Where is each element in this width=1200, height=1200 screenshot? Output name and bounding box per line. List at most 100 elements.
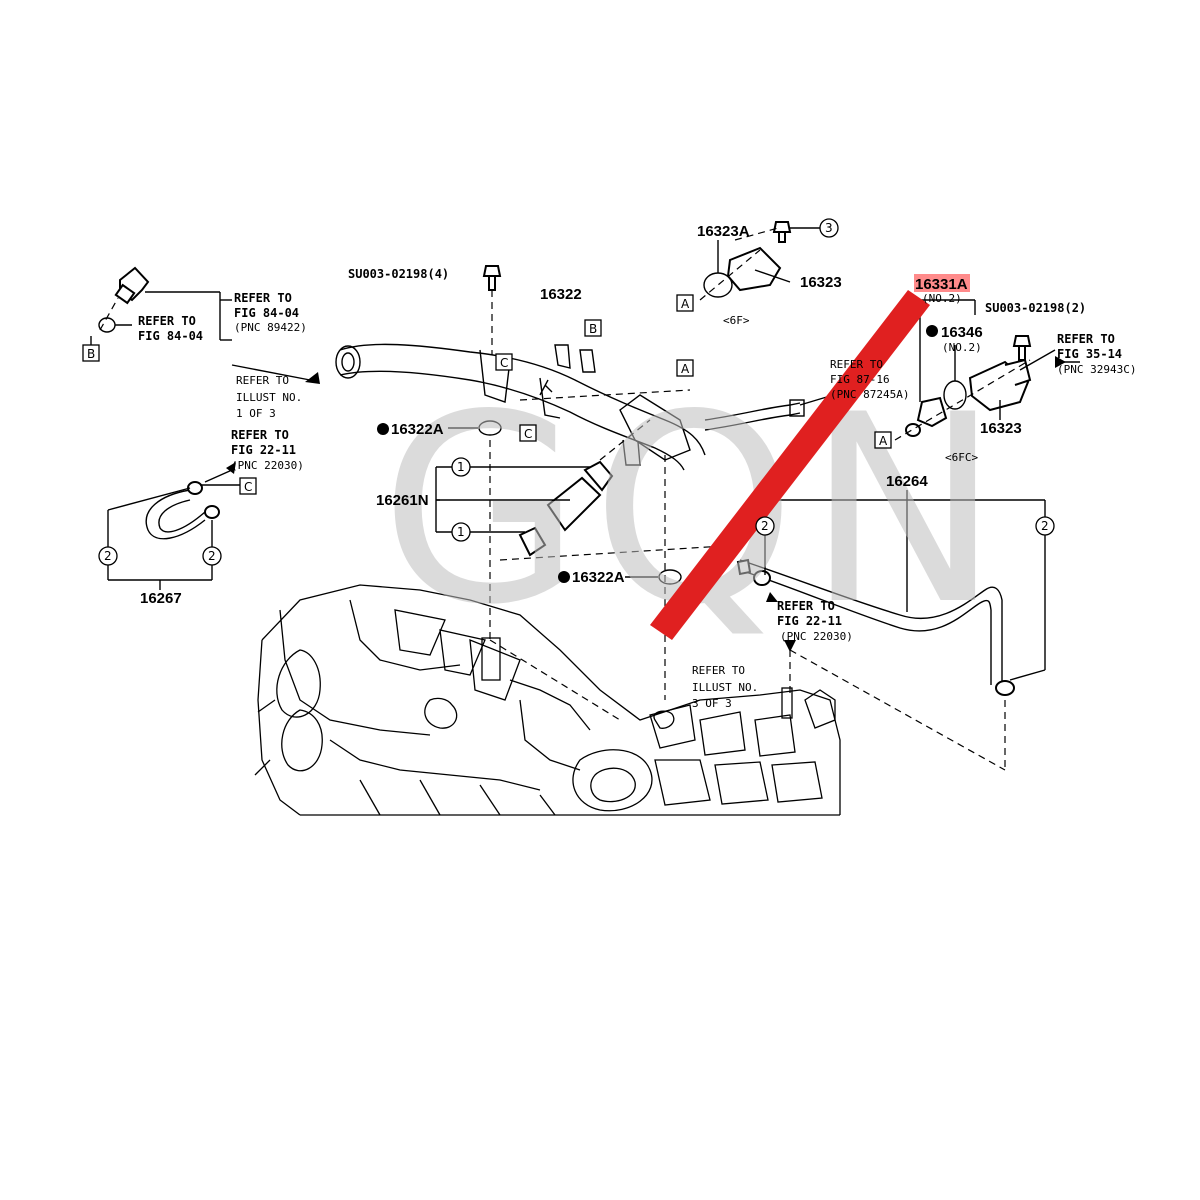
new-part-dot xyxy=(377,423,389,435)
svg-text:REFER TO: REFER TO xyxy=(236,374,289,387)
refer-fig-22-11-left: REFER TO FIG 22-11 (PNC 22030) xyxy=(231,428,304,472)
bolt-number-left: SU003-02198(4) xyxy=(348,267,449,281)
callout-box-c-oring: C xyxy=(519,424,537,442)
refer-fig-84-04-sensor: REFER TO FIG 84-04 (PNC 89422) xyxy=(234,291,307,334)
callout-circle-2-mid: 2 xyxy=(202,546,222,566)
part-number-16323a: 16323A xyxy=(697,223,750,240)
group-6f: <6F> xyxy=(723,314,750,327)
hose-16264 xyxy=(736,558,1015,696)
callout-box-a-pipe: A xyxy=(676,359,694,377)
svg-text:A: A xyxy=(681,362,690,376)
refer-fig-84-04-gasket: REFER TO FIG 84-04 xyxy=(138,314,203,343)
svg-text:A: A xyxy=(681,297,690,311)
bolt-su003-left xyxy=(482,265,502,291)
watermark: GQN xyxy=(380,360,1011,662)
callout-box-b-top: B xyxy=(584,319,602,337)
svg-text:ILLUST NO.: ILLUST NO. xyxy=(236,391,302,404)
callout-circle-3: 3 xyxy=(819,218,839,238)
svg-text:REFER TO: REFER TO xyxy=(234,291,292,305)
svg-text:FIG 35-14: FIG 35-14 xyxy=(1057,347,1122,361)
svg-text:(PNC 89422): (PNC 89422) xyxy=(234,321,307,334)
callout-circle-1-top: 1 xyxy=(451,457,471,477)
arrow-head xyxy=(305,372,320,384)
refer-illust-1-of-3: REFER TO ILLUST NO. 1 OF 3 xyxy=(236,374,302,420)
svg-text:2: 2 xyxy=(761,519,769,533)
svg-text:FIG 84-04: FIG 84-04 xyxy=(234,306,299,320)
arrow-head xyxy=(766,592,778,602)
callout-circle-2-hose-left: 2 xyxy=(755,516,775,536)
arrow-head xyxy=(1055,356,1066,368)
refer-fig-87-16: REFER TO FIG 87-16 (PNC 87245A) xyxy=(830,358,909,401)
svg-text:(PNC 22030): (PNC 22030) xyxy=(780,630,853,643)
svg-text:B: B xyxy=(589,322,597,336)
water-outlet-cover-16323-top xyxy=(726,246,782,292)
svg-text:FIG 22-11: FIG 22-11 xyxy=(231,443,296,457)
callout-box-b-sensor: B xyxy=(82,344,100,362)
part-number-16261n: 16261N xyxy=(376,492,429,509)
callout-box-c-pipe: C xyxy=(495,353,513,371)
new-part-dot xyxy=(558,571,570,583)
bolt-3 xyxy=(772,221,792,243)
svg-text:B: B xyxy=(87,347,95,361)
svg-text:2: 2 xyxy=(1041,519,1049,533)
svg-text:REFER TO: REFER TO xyxy=(830,358,883,371)
part-highlight xyxy=(914,274,970,292)
part-number-16346: 16346 xyxy=(941,324,983,341)
svg-text:(PNC 32943C): (PNC 32943C) xyxy=(1057,363,1136,376)
hose-16261n xyxy=(518,460,614,557)
part-number-16331a: 16331A xyxy=(915,276,968,293)
svg-text:(PNC 22030): (PNC 22030) xyxy=(231,459,304,472)
svg-text:2: 2 xyxy=(208,549,216,563)
callout-circle-2-hose-right: 2 xyxy=(1035,516,1055,536)
svg-text:REFER TO: REFER TO xyxy=(1057,332,1115,346)
refer-fig-35-14: REFER TO FIG 35-14 (PNC 32943C) xyxy=(1057,332,1136,376)
part-number-16323-right: 16323 xyxy=(980,420,1022,437)
thermostat-cover-16323-right xyxy=(968,358,1032,412)
hose-16267 xyxy=(145,481,220,540)
refer-fig-22-11-right: REFER TO FIG 22-11 (PNC 22030) xyxy=(777,599,853,643)
part-number-16322: 16322 xyxy=(540,286,582,303)
svg-text:REFER TO: REFER TO xyxy=(777,599,835,613)
callout-box-c-hose: C xyxy=(239,477,257,495)
svg-text:FIG 22-11: FIG 22-11 xyxy=(777,614,842,628)
o-ring-16322a-top xyxy=(478,420,502,436)
svg-text:A: A xyxy=(879,434,888,448)
water-pipe-16322 xyxy=(335,343,805,471)
callout-box-a-gasket: A xyxy=(676,294,694,312)
coolant-temp-sensor xyxy=(98,266,150,333)
svg-text:1: 1 xyxy=(457,460,465,474)
part-number-16322a-top: 16322A xyxy=(391,421,444,438)
svg-text:REFER TO: REFER TO xyxy=(692,664,745,677)
arrow-head xyxy=(226,462,236,474)
engine-block xyxy=(254,584,841,816)
refer-illust-3-of-3: REFER TO ILLUST NO. 3 OF 3 xyxy=(692,664,758,710)
bolt-su003-right xyxy=(1012,335,1032,361)
svg-text:REFER TO: REFER TO xyxy=(231,428,289,442)
svg-text:FIG 87-16: FIG 87-16 xyxy=(830,373,890,386)
part-16331a-qualifier: (NO.2) xyxy=(922,292,962,305)
part-number-16267: 16267 xyxy=(140,590,182,607)
svg-text:(PNC 87245A): (PNC 87245A) xyxy=(830,388,909,401)
new-part-dot xyxy=(926,325,938,337)
svg-text:REFER TO: REFER TO xyxy=(138,314,196,328)
svg-text:C: C xyxy=(524,427,532,441)
svg-text:1 OF 3: 1 OF 3 xyxy=(236,407,276,420)
svg-text:FIG 84-04: FIG 84-04 xyxy=(138,329,203,343)
pointer-arrow xyxy=(650,290,930,640)
svg-text:1: 1 xyxy=(457,525,465,539)
svg-text:2: 2 xyxy=(104,549,112,563)
svg-text:C: C xyxy=(500,356,508,370)
callout-circle-1-bottom: 1 xyxy=(451,522,471,542)
o-ring-16322a-bottom xyxy=(658,569,682,585)
callout-circle-2-left: 2 xyxy=(98,546,118,566)
svg-text:3: 3 xyxy=(825,221,833,235)
part-16346-qualifier: (NO.2) xyxy=(942,341,982,354)
part-number-16322a-bottom: 16322A xyxy=(572,569,625,586)
part-number-16264: 16264 xyxy=(886,473,928,490)
part-number-16323-top: 16323 xyxy=(800,274,842,291)
bolt-number-right: SU003-02198(2) xyxy=(985,301,1086,315)
svg-text:C: C xyxy=(244,480,252,494)
svg-text:ILLUST NO.: ILLUST NO. xyxy=(692,681,758,694)
callout-box-a-thermostat: A xyxy=(874,431,892,449)
